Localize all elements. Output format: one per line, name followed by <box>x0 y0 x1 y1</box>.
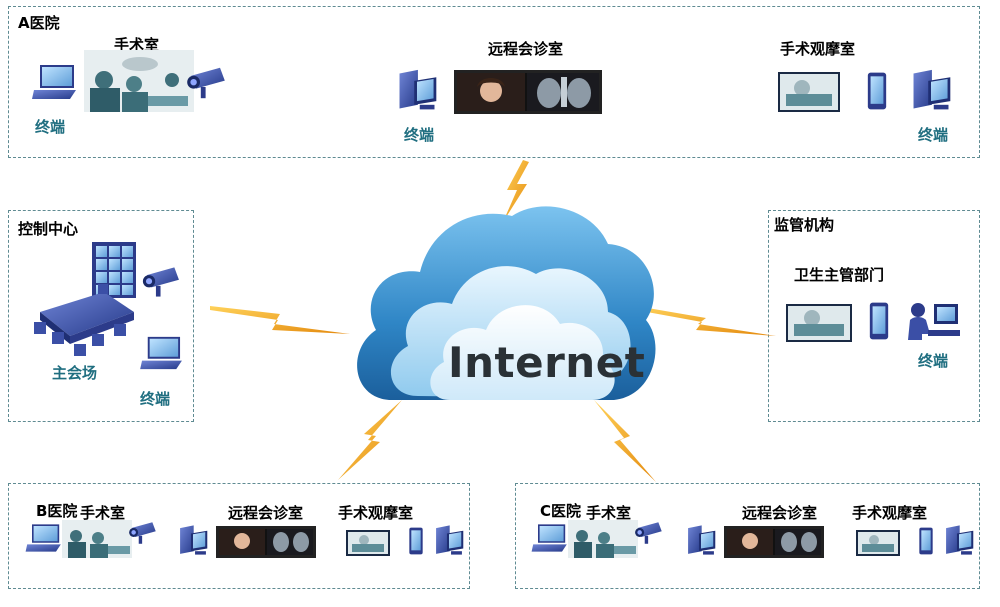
main-venue-label: 主会场 <box>52 364 98 382</box>
observation-screen <box>346 530 390 556</box>
internet-label: Internet <box>448 338 646 387</box>
pc-icon <box>176 524 210 558</box>
observation-screen <box>786 304 852 342</box>
pc-icon <box>942 524 976 558</box>
consult-room-label: 远程会诊室 <box>742 504 818 522</box>
observation-screen <box>778 72 840 112</box>
lightning-bolt-left <box>210 306 350 334</box>
consult-room-label: 远程会诊室 <box>488 40 564 58</box>
laptop-icon <box>24 522 64 554</box>
supervision-panel <box>768 210 980 422</box>
supervision-title: 监管机构 <box>774 216 835 234</box>
lightning-bolt-right <box>636 306 776 336</box>
pc-icon <box>394 68 440 114</box>
operating-room-label: 手术室 <box>114 36 160 54</box>
hospital-c-title: C医院 <box>540 502 582 520</box>
video-wall-icon <box>92 242 136 298</box>
video-conference-display <box>724 526 824 558</box>
control-center-title: 控制中心 <box>18 220 79 238</box>
operating-room-photo <box>62 520 132 558</box>
observation-screen <box>856 530 900 556</box>
video-conference-display <box>454 70 602 114</box>
camera-icon <box>124 518 158 548</box>
tablet-icon <box>866 70 888 112</box>
control-center-panel <box>8 210 194 422</box>
tablet-icon <box>918 526 934 556</box>
lightning-bolt-bottom-left <box>338 400 402 480</box>
laptop-icon <box>138 334 186 372</box>
terminal-label: 终端 <box>918 126 949 144</box>
terminal-label: 终端 <box>918 352 949 370</box>
observation-room-label: 手术观摩室 <box>852 504 928 522</box>
health-dept-label: 卫生主管部门 <box>794 266 885 284</box>
hospital-c-panel <box>515 483 980 589</box>
operating-room-label: 手术室 <box>80 504 126 522</box>
laptop-icon <box>530 522 570 554</box>
lightning-bolt-top <box>503 160 529 222</box>
hospital-b-panel <box>8 483 470 589</box>
observation-room-label: 手术观摩室 <box>780 40 856 58</box>
operating-room-photo <box>84 50 194 112</box>
camera-icon <box>136 262 182 302</box>
terminal-label: 终端 <box>140 390 171 408</box>
tablet-icon <box>408 526 424 556</box>
operating-room-photo <box>568 520 638 558</box>
video-conference-display <box>216 526 316 558</box>
pc-icon <box>684 524 718 558</box>
consult-room-label: 远程会诊室 <box>228 504 304 522</box>
camera-icon <box>630 518 664 548</box>
camera-icon <box>180 62 228 104</box>
terminal-label: 终端 <box>404 126 435 144</box>
hospital-a-title: A医院 <box>18 14 60 32</box>
internet-cloud <box>357 206 656 400</box>
laptop-icon <box>30 62 80 102</box>
pc-icon <box>908 68 954 114</box>
conference-table-icon <box>34 284 134 356</box>
hospital-b-title: B医院 <box>36 502 78 520</box>
observation-room-label: 手术观摩室 <box>338 504 414 522</box>
pc-icon <box>432 524 466 558</box>
tablet-icon <box>868 300 890 342</box>
user-at-computer-icon <box>908 303 960 340</box>
terminal-label: 终端 <box>35 118 66 136</box>
operating-room-label: 手术室 <box>586 504 632 522</box>
lightning-bolt-bottom-right <box>594 400 656 482</box>
hospital-a-panel <box>8 6 980 158</box>
